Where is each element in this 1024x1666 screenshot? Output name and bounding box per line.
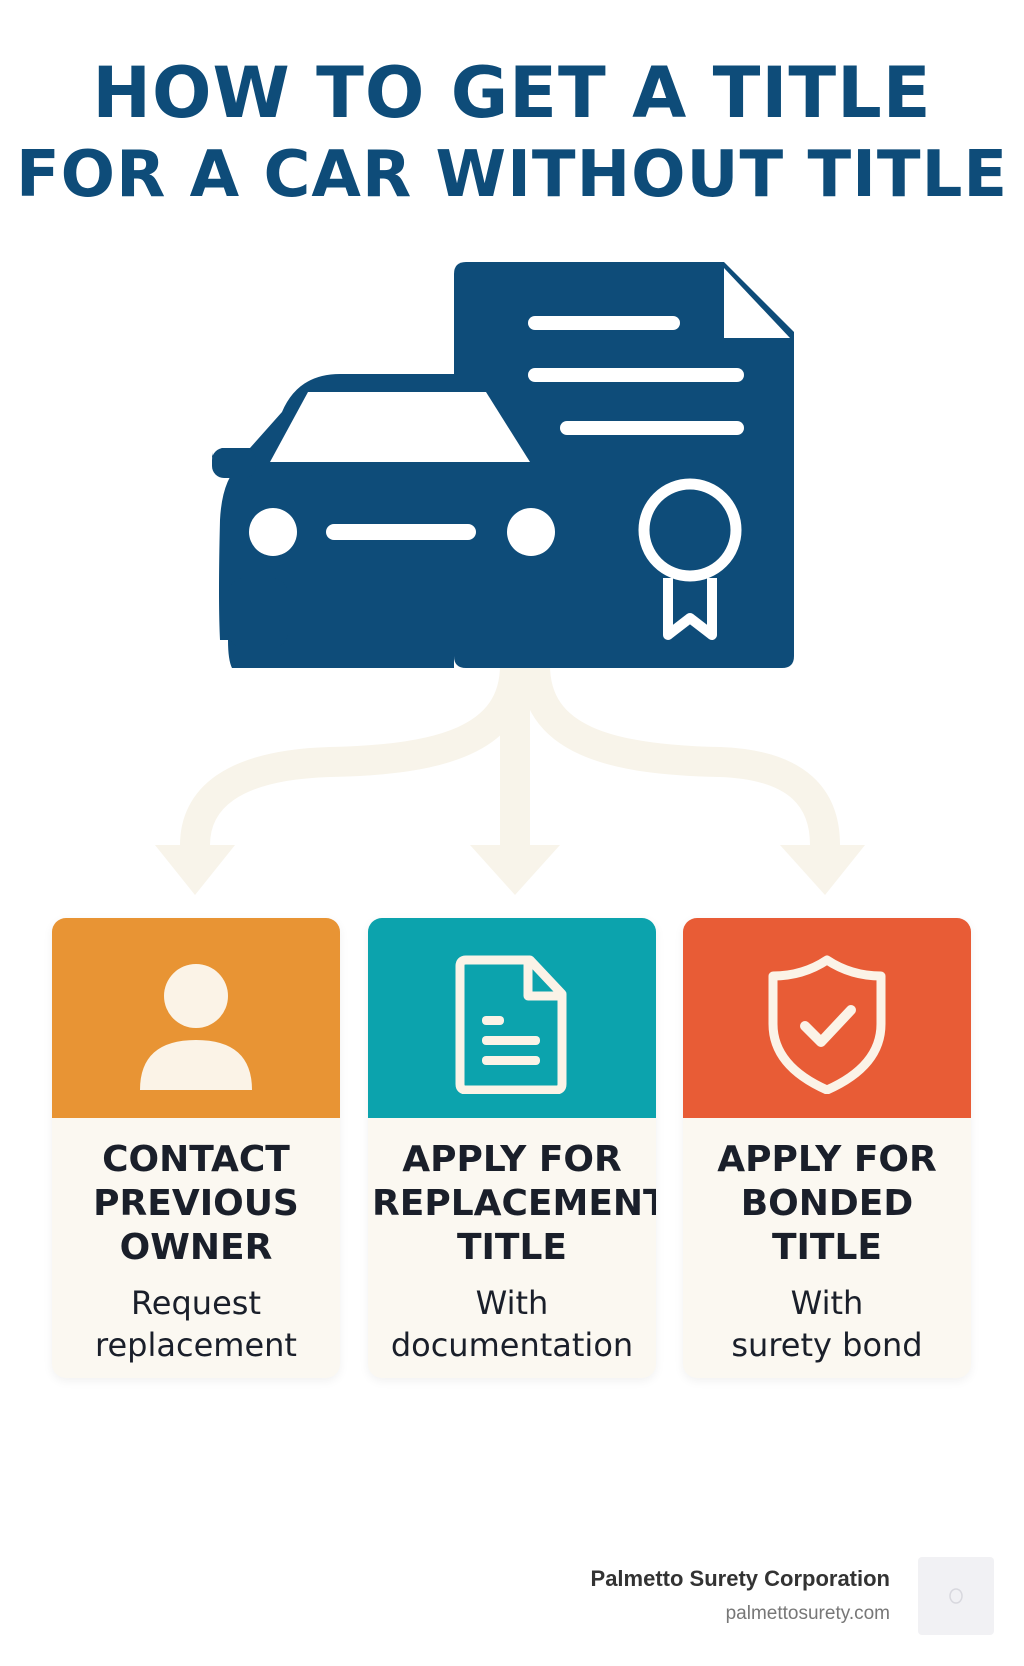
option-title: CONTACT PREVIOUS OWNER [93, 1139, 299, 1268]
hero-illustration [155, 262, 865, 895]
option-card-apply-bonded-title: APPLY FOR BONDED TITLE With surety bond [683, 918, 971, 1378]
footer-url[interactable]: palmettosurety.com [725, 1603, 890, 1624]
card-header [368, 918, 656, 1118]
arrow-right [520, 650, 840, 860]
document-icon [455, 955, 567, 1094]
logo-mark-icon [949, 1588, 963, 1604]
option-subtitle: Request replacement [95, 1284, 297, 1364]
car-icon [212, 374, 555, 668]
card-header [52, 918, 340, 1118]
option-title: APPLY FOR BONDED TITLE [717, 1139, 937, 1268]
option-subtitle: With surety bond [731, 1284, 923, 1364]
option-subtitle: With documentation [390, 1284, 634, 1364]
option-title: APPLY FOR REPLACEMENT TITLE [372, 1139, 656, 1268]
card-header [683, 918, 971, 1118]
document-icon [454, 262, 794, 668]
flow-arrows [180, 650, 840, 860]
arrow-left-head [155, 845, 235, 895]
person-icon [140, 964, 252, 1090]
arrow-center-head [470, 845, 560, 895]
page-title-line-1: HOW TO GET A TITLE [92, 52, 932, 134]
arrow-left [180, 650, 530, 860]
page-title-line-2: FOR A CAR WITHOUT TITLE [15, 138, 1009, 212]
arrow-right-head [780, 845, 865, 895]
option-card-contact-previous-owner: CONTACT PREVIOUS OWNER Request replaceme… [52, 918, 340, 1378]
shield-check-icon [768, 955, 886, 1094]
award-ribbon-icon [638, 478, 742, 640]
footer-company-name: Palmetto Surety Corporation [590, 1566, 890, 1591]
option-card-apply-replacement-title: APPLY FOR REPLACEMENT TITLE With documen… [368, 918, 656, 1378]
company-logo-icon [918, 1557, 994, 1635]
